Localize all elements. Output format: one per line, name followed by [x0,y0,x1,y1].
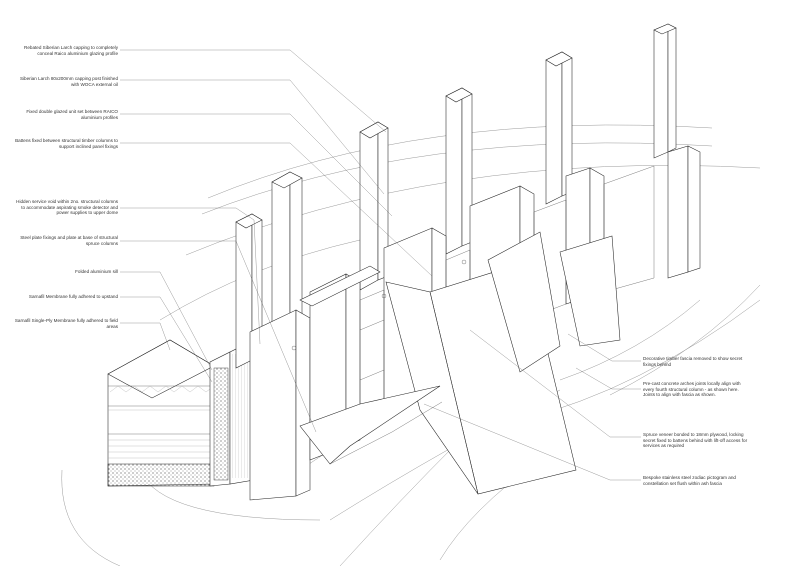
annotation-veneer: Spruce veneer bonded to 18mm plywood, lo… [643,432,748,449]
service-void-column [209,339,255,487]
annotation-battens: Battens fixed between structural timber … [15,138,118,149]
annotation-service-void: Hidden service void within 2no. structur… [16,199,118,216]
annotation-capping-post: Siberian Larch 80x200mm capping post fin… [19,76,118,87]
annotation-glazing: Fixed double glazed unit set between RAI… [26,109,118,120]
annotation-zodiac: Bespoke stainless steel zodiac pictogram… [643,475,736,486]
annotation-single-ply: Sarnafil Single-Ply Membrane fully adher… [14,318,118,329]
annotation-capping: Rebated Siberian Larch capping to comple… [24,45,118,56]
annotation-sill: Folded aluminium sill [75,269,118,274]
annotation-steel-plate: Steel plate fixings and plate at base of… [20,235,118,246]
timber-posts [235,23,677,369]
annotation-arches: Pre-cast concrete arches joints locally … [643,381,741,398]
annotation-membrane: Sarnafil Membrane fully adhered to upsta… [28,294,118,299]
annotation-fascia: Decorative timber fascia removed to show… [643,356,743,367]
leader-lines [120,49,641,481]
roof-upstand-block [107,339,215,487]
inclined-panels [299,231,621,495]
